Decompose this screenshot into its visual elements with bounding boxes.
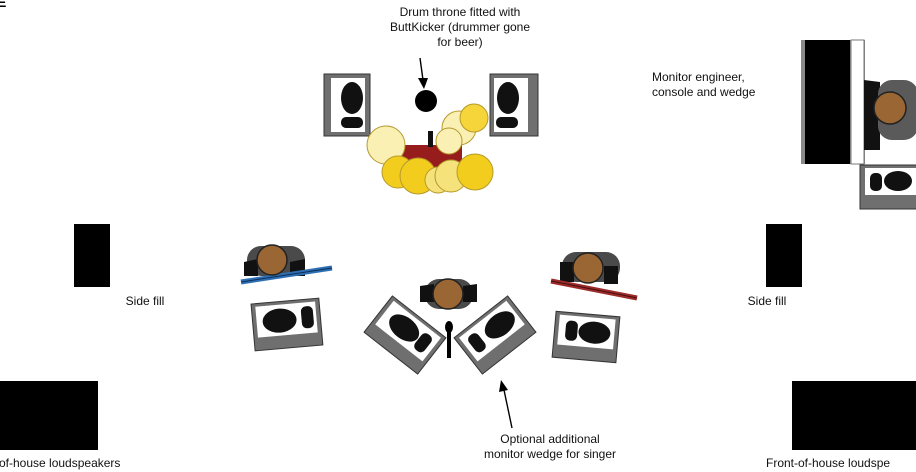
guitarist-right (550, 252, 638, 301)
drums-and-cymbals (366, 103, 494, 195)
guitarist-left-wedge (250, 297, 324, 352)
side-fill-left-speaker (74, 224, 110, 287)
optional-wedge-label: Optional additional monitor wedge for si… (483, 432, 617, 461)
monitor-engineer-label: Monitor engineer, console and wedge (652, 70, 756, 99)
guitarist-left (240, 244, 333, 285)
drum-throne-arrow (418, 57, 428, 89)
side-fill-right-label: Side fill (747, 294, 787, 308)
monitor-engineer-wedge (859, 164, 916, 210)
singer-microphone (445, 321, 453, 358)
optional-wedge-arrow (499, 380, 513, 429)
foh-left-label: of-house loudspeakers (0, 456, 121, 470)
side-fill-right-speaker (766, 224, 802, 287)
drum-wedge-right (489, 73, 539, 137)
monitor-engineer-person (864, 80, 916, 150)
singer-wedge-left (363, 295, 447, 375)
figure-letter: E (0, 0, 6, 10)
foh-right-speaker (792, 381, 916, 450)
foh-left-speaker (0, 381, 98, 450)
singer-wedge-right (453, 295, 537, 375)
drum-wedge-left (323, 73, 371, 137)
guitarist-right-wedge (551, 310, 621, 364)
side-fill-left-label: Side fill (125, 294, 165, 308)
foh-right-label: Front-of-house loudspe (766, 456, 891, 470)
drum-throne-label: Drum throne fitted with ButtKicker (drum… (389, 5, 531, 49)
drum-throne (415, 90, 437, 112)
monitor-engineer-console (801, 39, 865, 165)
singer (420, 278, 477, 310)
drum-kit (323, 73, 539, 195)
